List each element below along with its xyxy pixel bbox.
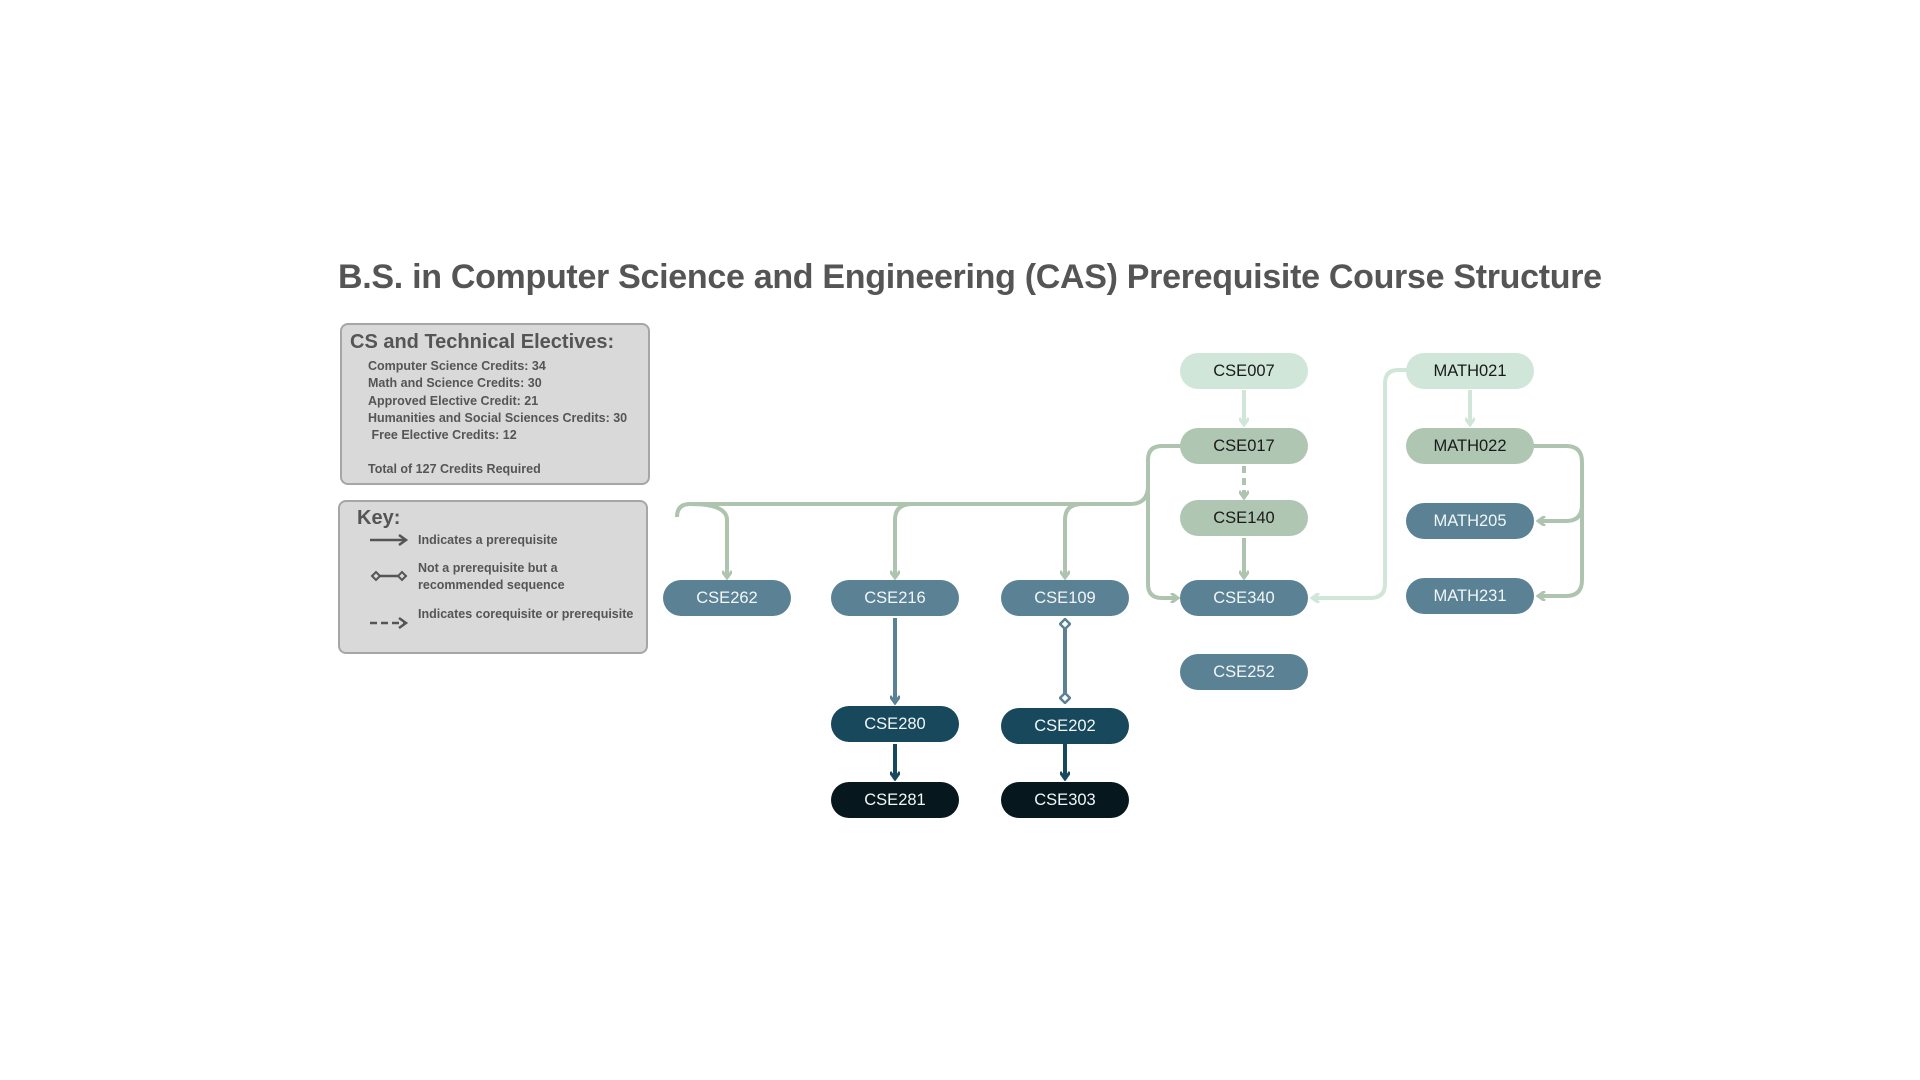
course-node-cse252[interactable]: CSE252 [1180, 654, 1308, 690]
edge-math021-cse340 [1312, 368, 1407, 598]
edge-cse017-cse262 [689, 502, 727, 578]
key-label: Not a prerequisite but a recommended seq… [418, 561, 565, 592]
key-panel: Key: Indicates a prerequisite Not a prer… [338, 500, 648, 654]
edge-math022-math205 [1533, 444, 1584, 521]
course-node-math022[interactable]: MATH022 [1406, 428, 1534, 464]
course-node-cse281[interactable]: CSE281 [831, 782, 959, 818]
edge-cse017-cse216 [895, 502, 913, 578]
course-node-math021[interactable]: MATH021 [1406, 353, 1534, 389]
edge-cse017-cse109 [1065, 502, 1083, 578]
edge-cse017-branch [675, 485, 1150, 518]
course-node-cse109[interactable]: CSE109 [1001, 580, 1129, 616]
course-node-cse340[interactable]: CSE340 [1180, 580, 1308, 616]
dashed-arrow-icon [370, 616, 409, 630]
credits-total: Total of 127 Credits Required [368, 462, 541, 476]
credit-line: Free Elective Credits: 12 [368, 428, 517, 442]
page-title: B.S. in Computer Science and Engineering… [338, 258, 1602, 296]
course-node-cse140[interactable]: CSE140 [1180, 500, 1308, 536]
key-label: Indicates a prerequisite [418, 533, 558, 547]
key-heading: Key: [357, 507, 401, 529]
key-label: Indicates corequisite or prerequisite [418, 607, 634, 621]
course-node-math231[interactable]: MATH231 [1406, 578, 1534, 614]
course-node-cse007[interactable]: CSE007 [1180, 353, 1308, 389]
edge-cse017-cse340 [1146, 444, 1181, 598]
credits-panel: CS and Technical Electives: Computer Sci… [340, 323, 650, 485]
course-node-cse303[interactable]: CSE303 [1001, 782, 1129, 818]
credit-line: Approved Elective Credit: 21 [368, 394, 539, 408]
course-node-cse017[interactable]: CSE017 [1180, 428, 1308, 464]
credit-line: Humanities and Social Sciences Credits: … [368, 411, 628, 425]
edge-math022-math231 [1538, 505, 1584, 596]
course-node-math205[interactable]: MATH205 [1406, 503, 1534, 539]
diamond-connector-icon [370, 570, 408, 582]
course-node-cse202[interactable]: CSE202 [1001, 708, 1129, 744]
credit-line: Math and Science Credits: 30 [368, 376, 542, 390]
credit-line: Computer Science Credits: 34 [368, 359, 546, 373]
course-node-cse262[interactable]: CSE262 [663, 580, 791, 616]
credits-heading: CS and Technical Electives: [350, 331, 615, 353]
course-node-cse280[interactable]: CSE280 [831, 706, 959, 742]
solid-arrow-icon [370, 533, 409, 547]
course-node-cse216[interactable]: CSE216 [831, 580, 959, 616]
